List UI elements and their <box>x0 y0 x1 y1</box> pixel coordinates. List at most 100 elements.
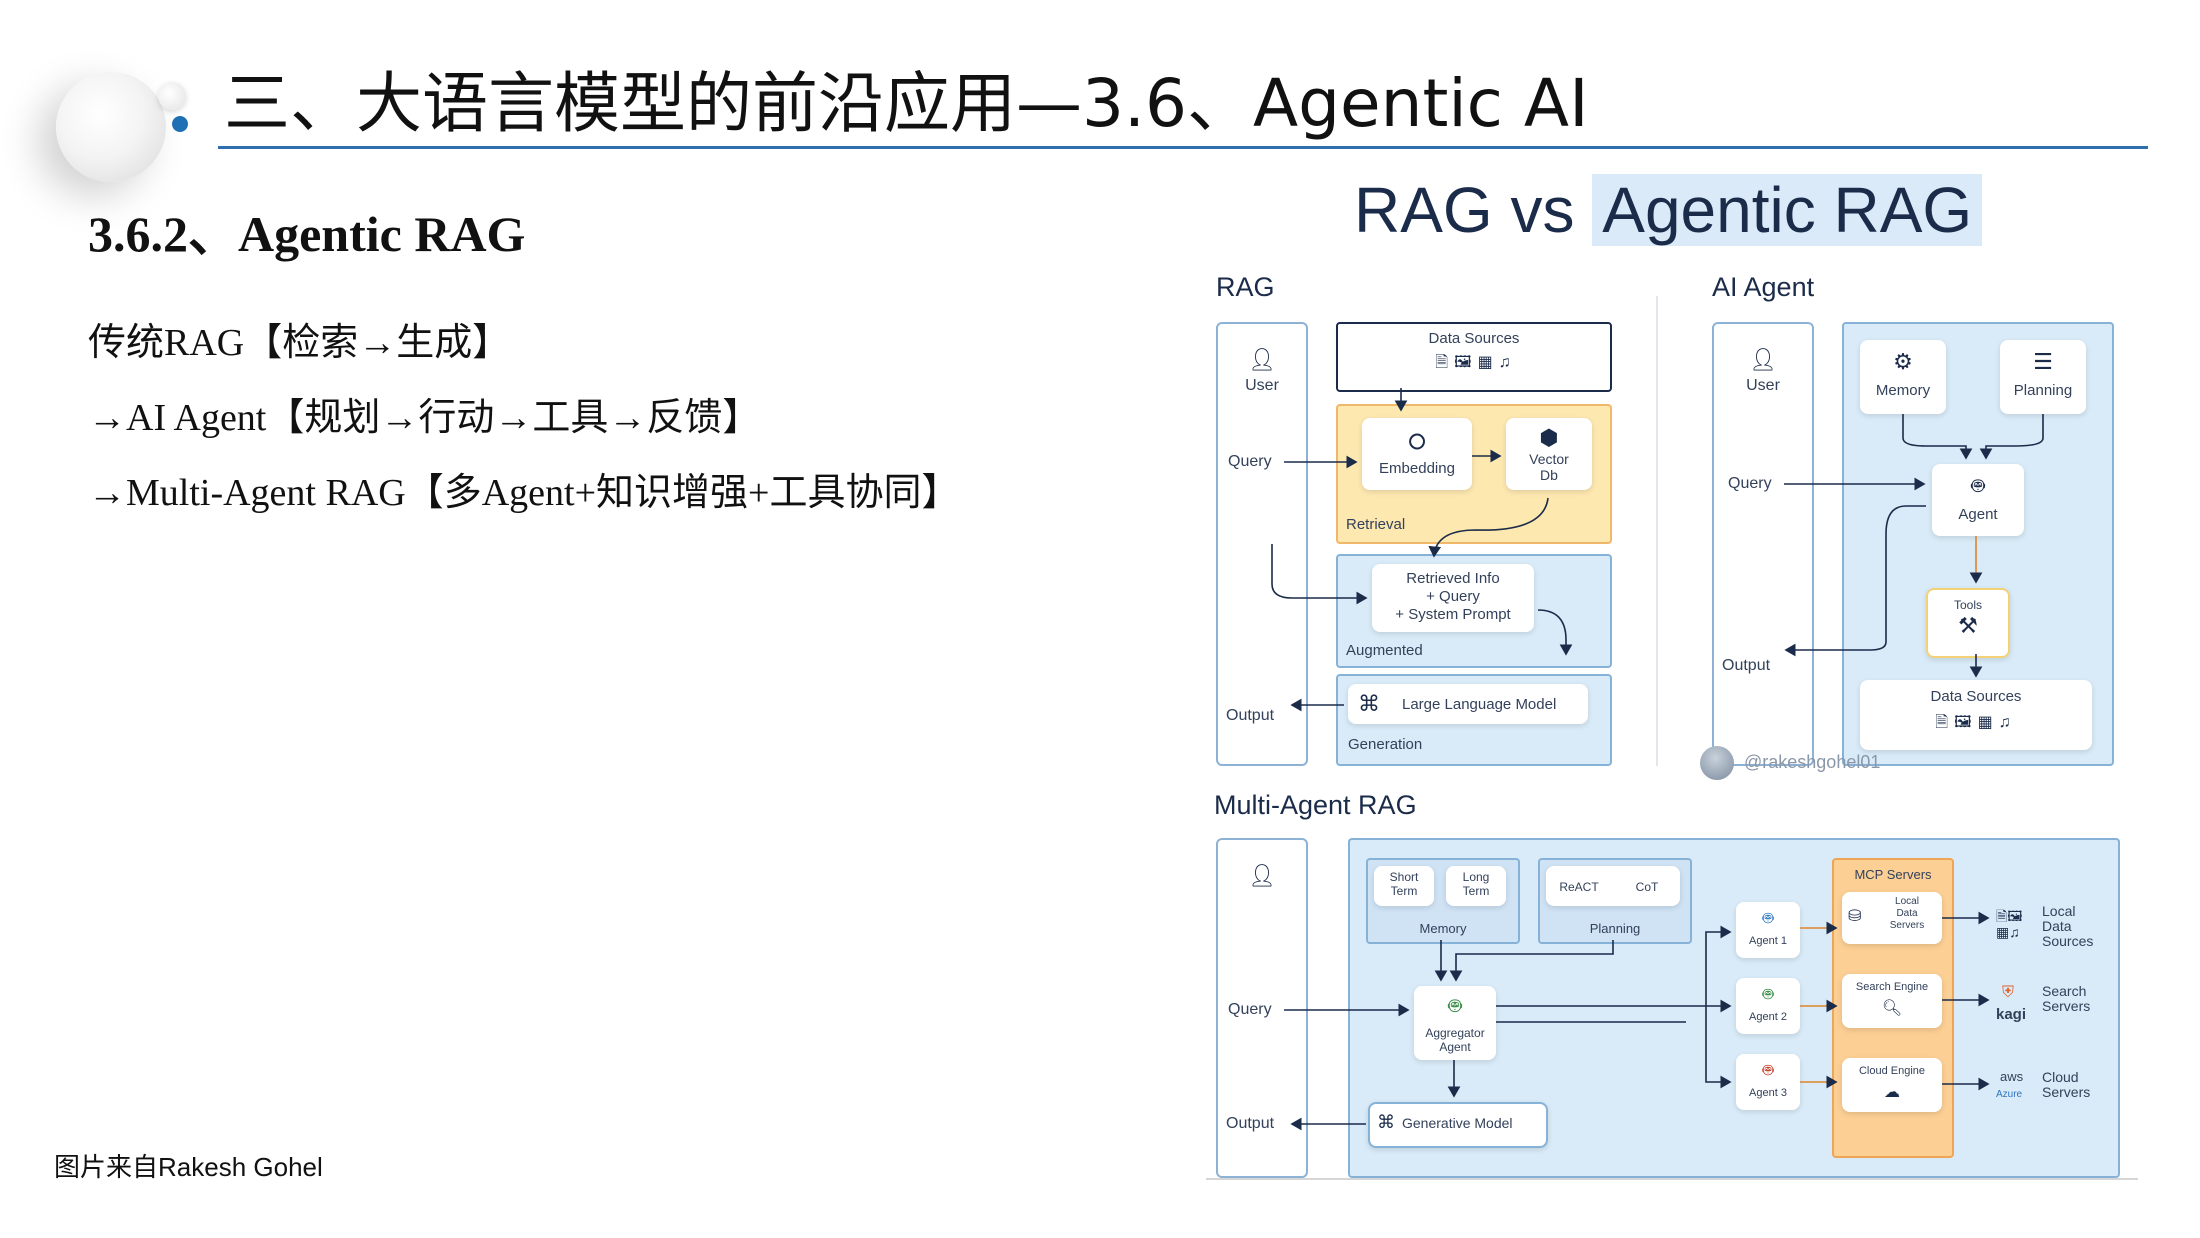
author-avatar <box>1700 746 1734 780</box>
cube-icon: ⬢ <box>1539 425 1559 450</box>
decorative-small-sphere <box>158 82 186 110</box>
local-data-servers-label-2: Data <box>1896 908 1918 919</box>
section-divider <box>1656 296 1658 766</box>
memory-group-label: Memory <box>1419 921 1467 936</box>
multi-output-label: Output <box>1226 1115 1275 1132</box>
chip-icon: ⚙ <box>1893 349 1913 374</box>
agent-data-sources-card <box>1860 680 2092 750</box>
aggregator-robot-icon: 🤖︎ <box>1448 993 1462 1018</box>
local-data-servers-label-3: Servers <box>1889 920 1925 931</box>
planning-label: Planning <box>2013 382 2073 399</box>
agent-3-label: Agent 3 <box>1749 1087 1787 1099</box>
tools-card <box>1926 588 2010 658</box>
brave-shield-icon: ⛨ <box>2002 984 2015 1001</box>
tools-label: Tools <box>1953 598 1982 612</box>
generative-model-card <box>1368 1102 1548 1148</box>
agent-query-label: Query <box>1728 475 1772 492</box>
connector-lines <box>1271 388 2044 1131</box>
search-engine-label: Search Engine <box>1855 981 1929 993</box>
agent-1-label: Agent 1 <box>1749 935 1787 947</box>
cloud-engine-label: Cloud Engine <box>1858 1065 1926 1077</box>
cot-label: CoT <box>1635 880 1659 894</box>
vector-db-label-1: Vector <box>1529 451 1569 467</box>
aggregator-label-2: Agent <box>1439 1040 1471 1054</box>
robot-icon: 🤖︎ <box>1971 473 1985 498</box>
agent-user-column <box>1712 322 1814 766</box>
rag-user-column <box>1216 322 1308 766</box>
short-term-label-1: Short <box>1389 870 1419 884</box>
figure-title-highlight: Agentic RAG <box>1592 174 1983 246</box>
embedding-label: Embedding <box>1379 460 1455 477</box>
agent-1-card <box>1736 902 1800 958</box>
rag-output-label: Output <box>1226 707 1275 724</box>
generative-network-icon: ⌘ <box>1377 1112 1395 1132</box>
rag-data-sources-label: Data Sources <box>1428 330 1520 347</box>
augmented-line-3: + System Prompt <box>1395 606 1511 623</box>
rag-vs-agentic-rag-figure: RAG vs Agentic RAG RAG 👤︎ User Query Out… <box>1206 164 2138 1184</box>
cloud-engine-card <box>1842 1058 1942 1112</box>
augmented-label: Augmented <box>1346 642 1423 659</box>
rag-query-label: Query <box>1228 453 1272 470</box>
local-source-icons: 🗎🖼▦♫ <box>1996 908 2023 940</box>
agent-3-card <box>1736 1054 1800 1110</box>
figure-title-part-a: RAG vs <box>1354 174 1593 246</box>
vector-db-card <box>1506 418 1592 490</box>
azure-logo: Azure <box>1996 1089 2023 1100</box>
agent-card <box>1932 464 2024 536</box>
magnifier-icon: 🔍︎ <box>1881 1000 1903 1017</box>
title-bullet-dot <box>172 116 188 132</box>
ext-local-label-2: Data <box>2042 918 2072 934</box>
aws-logo: aws <box>2000 1069 2024 1084</box>
body-line-3: →Multi-Agent RAG【多Agent+知识增强+工具协同】 <box>88 472 960 514</box>
llm-card <box>1348 684 1588 724</box>
rag-user-label: User <box>1245 377 1279 394</box>
data-source-icons: 🗎🖼▦♫ <box>1435 354 1517 371</box>
decorative-sphere <box>56 72 166 182</box>
agent-label: Agent <box>1958 506 1998 523</box>
section-heading: 3.6.2、Agentic RAG <box>88 206 526 262</box>
user-icon: 👤︎ <box>1248 347 1276 372</box>
agent-2-card <box>1736 978 1800 1034</box>
long-term-label-2: Term <box>1462 884 1490 898</box>
search-engine-card <box>1842 974 1942 1028</box>
figure-bottom-rule <box>1206 1178 2138 1180</box>
agent-data-sources-label: Data Sources <box>1930 688 2022 705</box>
agent-data-source-icons: 🗎🖼▦♫ <box>1935 714 2017 731</box>
agent-1-robot-icon: 🤖︎ <box>1762 908 1774 928</box>
multi-user-icon: 👤︎ <box>1248 863 1276 888</box>
agent-user-icon: 👤︎ <box>1749 347 1777 372</box>
short-term-card <box>1374 866 1434 906</box>
reasoning-card <box>1546 866 1680 906</box>
slide-title: 三、大语言模型的前沿应用—3.6、Agentic AI <box>224 65 1589 142</box>
aggregator-label-1: Aggregator <box>1425 1026 1485 1040</box>
multi-query-label: Query <box>1228 1001 1272 1018</box>
react-label: ReACT <box>1559 880 1599 894</box>
aggregator-agent-card <box>1414 986 1496 1060</box>
generation-label: Generation <box>1348 736 1423 753</box>
agent-3-robot-icon: 🤖︎ <box>1762 1060 1774 1080</box>
long-term-card <box>1446 866 1506 906</box>
rag-data-sources-box <box>1336 322 1612 392</box>
retrieval-label: Retrieval <box>1346 516 1406 533</box>
vector-db-label-2: Db <box>1540 467 1558 483</box>
agent-2-label: Agent 2 <box>1749 1011 1787 1023</box>
mcp-servers-label: MCP Servers <box>1854 867 1932 882</box>
image-credit: 图片来自Rakesh Gohel <box>54 1152 323 1182</box>
figure-title: RAG vs Agentic RAG <box>1354 168 1983 252</box>
checklist-icon: ☰ <box>2033 349 2053 374</box>
augmented-line-1: Retrieved Info <box>1406 570 1500 587</box>
kagi-logo: kagi <box>1996 1006 2027 1023</box>
ext-search-label-1: Search <box>2042 983 2087 999</box>
augmented-prompt-card <box>1372 564 1534 632</box>
planning-group-label: Planning <box>1589 921 1641 936</box>
ext-cloud-label-1: Cloud <box>2042 1069 2079 1085</box>
local-data-servers-label-1: Local <box>1895 896 1919 907</box>
local-data-servers-card <box>1842 892 1942 944</box>
cloud-icon: ☁ <box>1884 1084 1900 1101</box>
body-line-2: →AI Agent【规划→行动→工具→反馈】 <box>88 397 761 439</box>
long-term-label-1: Long <box>1462 870 1490 884</box>
ext-local-label-1: Local <box>2042 903 2076 919</box>
memory-label: Memory <box>1875 382 1931 399</box>
multi-agent-section-heading: Multi-Agent RAG <box>1214 790 1417 820</box>
augmented-line-2: + Query <box>1426 588 1480 605</box>
